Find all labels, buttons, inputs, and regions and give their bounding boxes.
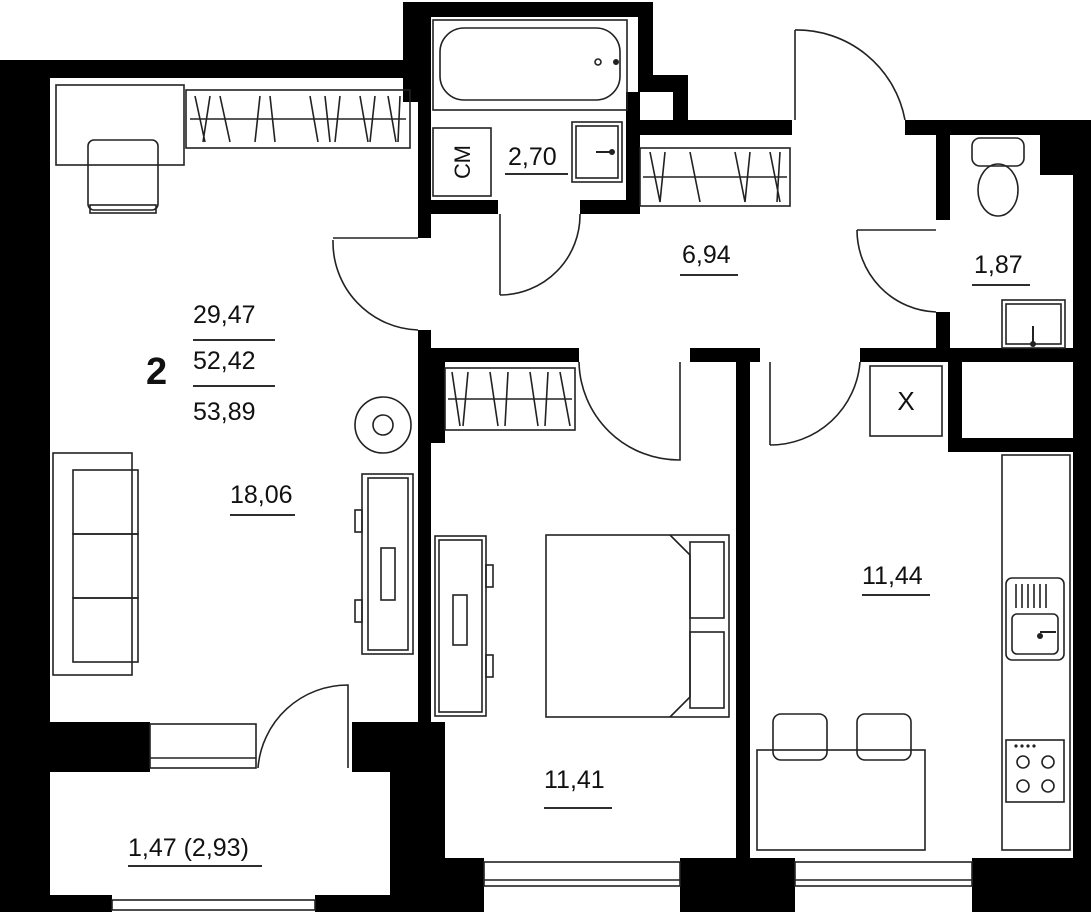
toilet-area: 1,87	[974, 251, 1023, 279]
windows	[111, 723, 973, 911]
living-area-label: 29,47	[193, 301, 256, 329]
bathroom-area: 2,70	[508, 143, 557, 171]
toilet-faucet-icon	[1030, 326, 1036, 347]
rooms-count-label: 2	[146, 351, 167, 393]
kitchen-area: 11,44	[862, 562, 923, 590]
bathtub	[432, 19, 628, 111]
total-area-label: 52,42	[193, 347, 256, 375]
washing-machine	[432, 127, 492, 197]
stove-knobs-icon	[1014, 744, 1036, 748]
hall-wardrobe	[639, 147, 791, 207]
tv-stand	[361, 473, 414, 655]
living-room-area: 18,06	[230, 481, 293, 509]
faucet-icon	[596, 149, 615, 155]
toilet-sink	[1001, 299, 1066, 349]
balcony-area: 1,47 (2,93)	[128, 834, 249, 862]
toilet	[971, 137, 1025, 167]
kitchen-counter	[1001, 454, 1071, 851]
vent-label: X	[897, 386, 914, 416]
bathtub-drain-icon	[594, 58, 619, 66]
hallway-area: 6,94	[682, 241, 731, 269]
bedroom-wardrobe	[444, 367, 576, 431]
stove	[1005, 739, 1065, 803]
office-chair	[87, 139, 159, 211]
washing-machine-label: СМ	[450, 145, 475, 179]
dining-table	[756, 749, 926, 851]
kitchen-faucet-icon	[1037, 631, 1056, 639]
bath-sink	[571, 121, 623, 183]
doors	[257, 29, 937, 769]
total-area-with-balcony-label: 53,89	[193, 398, 256, 426]
sofa	[52, 452, 133, 676]
dining-chair	[856, 713, 912, 761]
dining-chair	[772, 713, 828, 761]
kitchen-sink	[1005, 577, 1065, 661]
desk	[55, 84, 185, 166]
furniture	[52, 19, 1071, 851]
bedroom-area: 11,41	[544, 766, 605, 794]
bed	[545, 534, 730, 718]
ventilation-shaft	[869, 365, 943, 437]
round-lamp	[354, 396, 412, 454]
wardrobe	[185, 89, 411, 149]
dresser	[434, 535, 487, 717]
